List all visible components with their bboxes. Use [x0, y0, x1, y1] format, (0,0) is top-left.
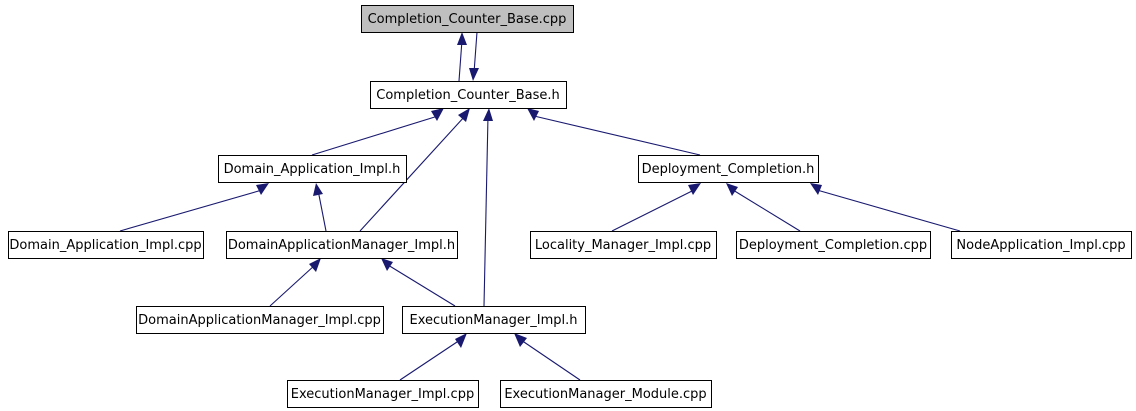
edge-line — [311, 115, 439, 156]
graph-edge-n6-to-n3 — [611, 183, 701, 232]
node-label: ExecutionManager_Impl.h — [409, 313, 577, 328]
graph-node-completion-counter-base-cpp[interactable]: Completion_Counter_Base.cpp — [361, 5, 574, 33]
graph-node-domainapplicationmanager-impl-cpp[interactable]: DomainApplicationManager_Impl.cpp — [136, 306, 384, 334]
arrowhead-icon — [469, 68, 479, 81]
arrowhead-icon — [313, 183, 323, 196]
arrowhead-icon — [514, 333, 527, 347]
arrowhead-icon — [381, 258, 393, 271]
edge-line — [533, 115, 701, 156]
graph-edge-n8-to-n3 — [810, 183, 961, 232]
graph-node-executionmanager-impl-h[interactable]: ExecutionManager_Impl.h — [402, 306, 586, 334]
graph-edge-n5-to-n1 — [359, 108, 470, 232]
edge-line — [458, 39, 463, 82]
node-box[interactable] — [218, 155, 407, 183]
edge-line — [732, 189, 801, 232]
node-label: DomainApplicationManager_Impl.cpp — [138, 313, 381, 328]
graph-edges — [119, 31, 961, 381]
edge-line — [520, 339, 581, 381]
edge-line — [399, 339, 461, 381]
arrowhead-icon — [483, 108, 493, 121]
node-box[interactable] — [530, 231, 717, 259]
edge-line — [387, 264, 456, 307]
node-label: DomainApplicationManager_Impl.h — [228, 238, 455, 253]
node-label: Domain_Application_Impl.cpp — [9, 238, 201, 253]
node-box[interactable] — [8, 231, 204, 259]
arrowhead-icon — [309, 258, 321, 272]
graph-edge-n0-to-n1 — [469, 31, 479, 81]
node-label: ExecutionManager_Impl.cpp — [291, 387, 474, 402]
node-label: ExecutionManager_Module.cpp — [504, 387, 706, 402]
graph-edge-n1-to-n0 — [457, 32, 467, 82]
node-label: Domain_Application_Impl.h — [224, 162, 401, 177]
node-label: NodeApplication_Impl.cpp — [956, 238, 1125, 253]
graph-node-executionmanager-module-cpp[interactable]: ExecutionManager_Module.cpp — [500, 380, 712, 408]
node-box[interactable] — [287, 380, 479, 408]
edge-line — [269, 264, 316, 307]
node-label: Completion_Counter_Base.h — [376, 88, 559, 103]
node-label: Deployment_Completion.cpp — [739, 238, 927, 253]
edge-line — [483, 115, 489, 307]
node-box[interactable] — [638, 155, 819, 183]
edge-line — [359, 115, 466, 232]
node-box[interactable] — [736, 231, 931, 259]
node-label: Locality_Manager_Impl.cpp — [535, 238, 711, 253]
graph-edge-n3-to-n1 — [527, 108, 701, 156]
graph-node-domainapplicationmanager-impl-h[interactable]: DomainApplicationManager_Impl.h — [226, 231, 458, 259]
edge-line — [473, 31, 478, 74]
graph-node-deployment-completion-h[interactable]: Deployment_Completion.h — [638, 155, 819, 183]
node-label: Completion_Counter_Base.cpp — [368, 12, 567, 27]
graph-edge-n10-to-n5 — [381, 258, 456, 307]
graph-edge-n11-to-n10 — [399, 333, 467, 381]
graph-edge-n9-to-n5 — [269, 258, 321, 307]
node-box[interactable] — [951, 231, 1132, 259]
graph-node-nodeapplication-impl-cpp[interactable]: NodeApplication_Impl.cpp — [951, 231, 1132, 259]
graph-node-domain-application-impl-h[interactable]: Domain_Application_Impl.h — [218, 155, 407, 183]
edge-line — [816, 189, 961, 232]
node-box[interactable] — [500, 380, 712, 408]
node-box[interactable] — [226, 231, 458, 259]
arrowhead-icon — [431, 108, 444, 121]
arrowhead-icon — [457, 32, 467, 45]
node-box[interactable] — [136, 306, 384, 334]
graph-nodes: Completion_Counter_Base.cppCompletion_Co… — [8, 5, 1132, 408]
graph-node-domain-application-impl-cpp[interactable]: Domain_Application_Impl.cpp — [8, 231, 204, 259]
graph-edge-n10-to-n1 — [483, 108, 493, 307]
node-label: Deployment_Completion.h — [642, 162, 815, 177]
edge-line — [317, 189, 327, 232]
graph-node-completion-counter-base-h[interactable]: Completion_Counter_Base.h — [370, 81, 567, 109]
edge-line — [611, 189, 695, 232]
arrowhead-icon — [458, 108, 470, 122]
arrowhead-icon — [810, 183, 822, 195]
graph-edge-n7-to-n3 — [726, 183, 801, 232]
graph-node-locality-manager-impl-cpp[interactable]: Locality_Manager_Impl.cpp — [530, 231, 717, 259]
graph-node-deployment-completion-cpp[interactable]: Deployment_Completion.cpp — [736, 231, 931, 259]
node-box[interactable] — [402, 306, 586, 334]
arrowhead-icon — [527, 108, 539, 121]
node-box[interactable] — [370, 81, 567, 109]
arrowhead-icon — [256, 183, 269, 195]
graph-edge-n5-to-n2 — [313, 183, 327, 232]
arrowhead-icon — [726, 183, 738, 196]
node-box-root[interactable] — [361, 5, 574, 33]
arrowhead-icon — [455, 333, 467, 348]
graph-edge-n4-to-n2 — [119, 183, 269, 232]
graph-node-executionmanager-impl-cpp[interactable]: ExecutionManager_Impl.cpp — [287, 380, 479, 408]
graph-edge-n2-to-n1 — [311, 108, 444, 156]
edge-line — [119, 189, 263, 232]
graph-edge-n12-to-n10 — [514, 333, 581, 381]
arrowhead-icon — [688, 183, 701, 195]
